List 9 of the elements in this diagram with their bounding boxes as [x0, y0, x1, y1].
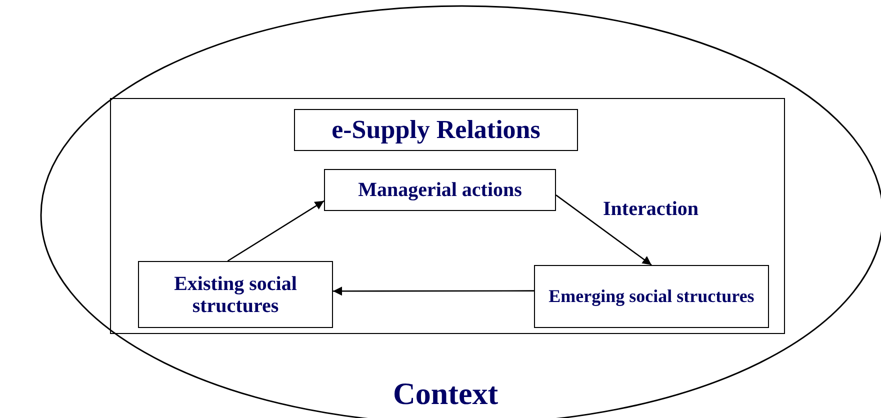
process-box: Managerial actions — [324, 169, 556, 211]
arrow — [556, 194, 652, 266]
frame-box — [110, 98, 785, 334]
process-box: Emerging social structures — [534, 265, 769, 328]
process-box: Existing social structures — [138, 261, 333, 328]
arrow — [333, 286, 534, 296]
title-box: e-Supply Relations — [294, 109, 578, 151]
arrow — [227, 200, 324, 262]
interaction-label: Interaction — [603, 198, 699, 220]
